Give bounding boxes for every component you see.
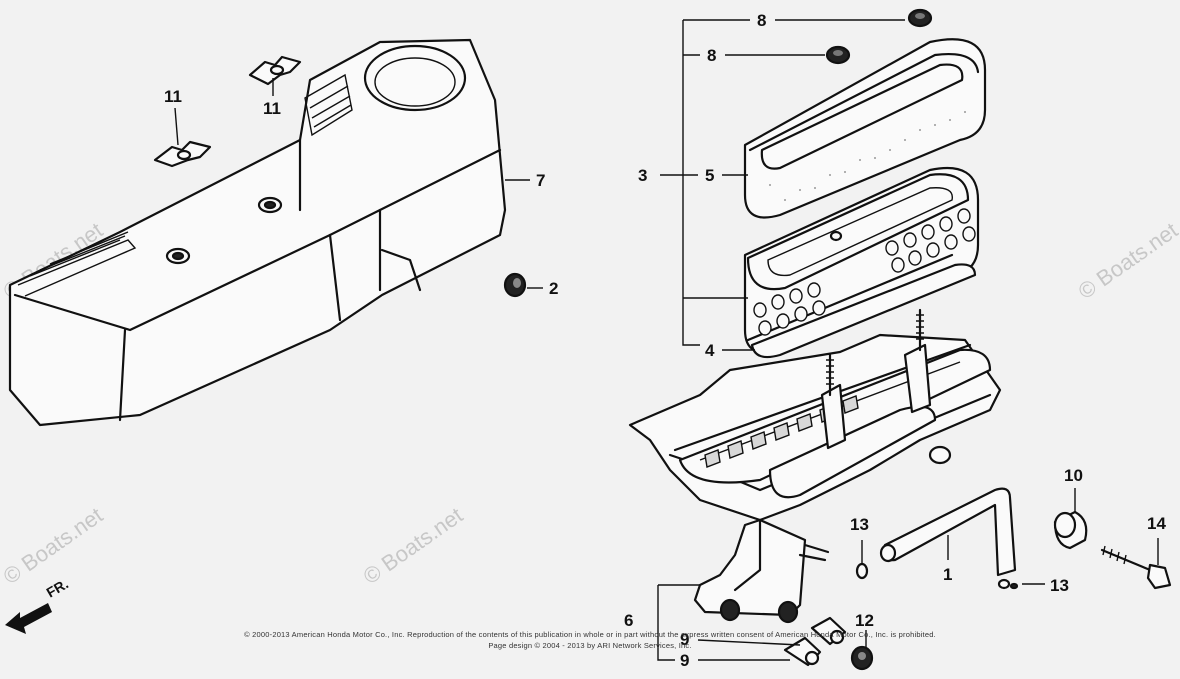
bolt[interactable] [1100,545,1172,590]
seal-nut[interactable] [907,8,933,28]
perforations [753,208,976,336]
callout-14: 14 [1147,514,1166,533]
leader-lines [174,19,1159,661]
callout-7: 7 [536,171,545,190]
nut[interactable] [850,645,874,671]
front-label: FR. [44,575,72,600]
callout-4: 4 [705,341,715,360]
callout-8: 8 [707,46,716,65]
breather-tube[interactable] [879,487,1017,577]
grommet[interactable] [503,272,527,298]
inner-element[interactable] [743,166,980,359]
hose-clip[interactable] [997,578,1019,590]
stud-bolt[interactable] [916,308,924,352]
outer-element[interactable] [743,38,987,219]
callout-9: 9 [680,651,689,670]
collar[interactable] [1053,510,1088,550]
callout-13: 13 [1050,576,1069,595]
callout-1: 1 [943,565,952,584]
wing-nut[interactable] [153,140,212,168]
callout-2: 2 [549,279,558,298]
callout-5: 5 [705,166,714,185]
wing-nut[interactable] [248,55,302,86]
callout-9: 9 [680,630,689,649]
callout-11: 11 [164,87,182,106]
callout-12: 12 [855,611,874,630]
foam-texture [769,111,966,201]
watermark: © Boats.net [359,502,468,589]
seal-nut[interactable] [825,45,851,65]
callout-labels: 1 2 3 4 5 6 7 8 8 9 9 10 11 11 12 13 13 … [164,11,1166,670]
callout-8: 8 [757,11,766,30]
callout-3: 3 [638,166,647,185]
part-cover[interactable] [8,38,507,427]
callout-6: 6 [624,611,633,630]
callout-11: 11 [263,99,281,118]
air-cleaner-case[interactable] [628,333,1002,522]
tube-clip[interactable] [810,616,847,646]
callout-13: 13 [850,515,869,534]
hose-clip[interactable] [855,562,869,580]
callout-10: 10 [1064,466,1083,485]
page-design-credit: Page design © 2004 - 2013 by ARI Network… [488,641,692,650]
watermark: © Boats.net [1074,217,1180,304]
copyright-notice: © 2000-2013 American Honda Motor Co., In… [244,630,936,639]
elbow[interactable] [693,518,830,624]
stud-bolt[interactable] [826,353,834,397]
watermark: © Boats.net [0,502,107,589]
